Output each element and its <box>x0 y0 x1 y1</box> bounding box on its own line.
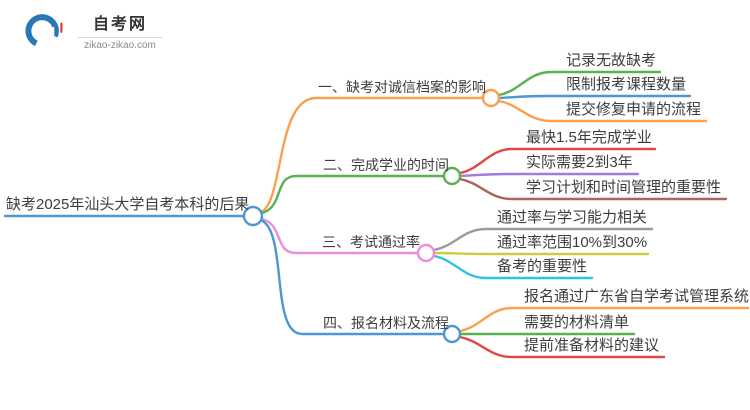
connector-leaf-2-3 <box>458 177 728 201</box>
connector-leaf-3-1 <box>432 227 654 252</box>
hub-circle-branch-3[interactable] <box>416 243 436 263</box>
leaf-node-3-3[interactable]: 备考的重要性 <box>497 258 588 275</box>
branch-node-3[interactable]: 三、考试通过率 <box>322 234 420 250</box>
leaf-node-1-2[interactable]: 限制报考课程数量 <box>566 76 687 93</box>
connector-leaf-1-1 <box>497 70 662 97</box>
connector-branch-3 <box>260 217 420 255</box>
branch-node-2[interactable]: 二、完成学业的时间 <box>323 157 449 173</box>
leaf-node-4-3[interactable]: 提前准备材料的建议 <box>524 337 660 354</box>
leaf-node-2-3[interactable]: 学习计划和时间管理的重要性 <box>526 179 722 196</box>
hub-circle-branch-1[interactable] <box>481 88 501 108</box>
site-logo[interactable]: 自考网 zikao-zikao.com <box>22 8 166 52</box>
leaf-node-3-2[interactable]: 通过率范围10%到30% <box>497 234 648 251</box>
connector-leaf-3-3 <box>432 254 594 280</box>
logo-title: 自考网 <box>92 15 147 33</box>
hub-circle-branch-4[interactable] <box>442 324 462 344</box>
connector-branch-4 <box>259 218 446 336</box>
leaf-node-2-2[interactable]: 实际需要2到3年 <box>526 154 633 171</box>
connector-leaf-2-1 <box>458 147 657 175</box>
connector-leaf-2-2 <box>458 172 640 178</box>
leaf-node-1-1[interactable]: 记录无故缺考 <box>566 52 657 69</box>
leaf-node-2-1[interactable]: 最快1.5年完成学业 <box>526 129 652 146</box>
hub-circle-branch-2[interactable] <box>442 166 462 186</box>
connector-leaf-4-3 <box>458 335 666 359</box>
connector-leaf-1-2 <box>497 94 692 100</box>
leaf-node-3-1[interactable]: 通过率与学习能力相关 <box>497 209 648 226</box>
connector-leaf-4-1 <box>458 306 750 333</box>
leaf-node-1-3[interactable]: 提交修复申请的流程 <box>566 101 702 118</box>
root-node[interactable]: 缺考2025年汕头大学自考本科的后果 <box>6 196 250 213</box>
leaf-node-4-2[interactable]: 需要的材料清单 <box>524 314 630 331</box>
connector-leaf-1-3 <box>497 99 708 123</box>
connector-leaf-3-2 <box>432 251 650 256</box>
logo-domain: zikao-zikao.com <box>84 39 156 51</box>
branch-node-4[interactable]: 四、报名材料及流程 <box>323 315 449 331</box>
connector-branch-1 <box>259 96 485 214</box>
logo-divider <box>78 36 162 38</box>
branch-node-1[interactable]: 一、缺考对诚信档案的影响 <box>318 79 486 95</box>
logo-text-block: 自考网 zikao-zikao.com <box>74 10 166 51</box>
hub-circle-root[interactable] <box>242 205 264 227</box>
graduation-cap-icon <box>25 14 63 48</box>
leaf-node-4-1[interactable]: 报名通过广东省自学考试管理系统 <box>524 288 750 305</box>
connector-branch-2 <box>260 174 446 215</box>
